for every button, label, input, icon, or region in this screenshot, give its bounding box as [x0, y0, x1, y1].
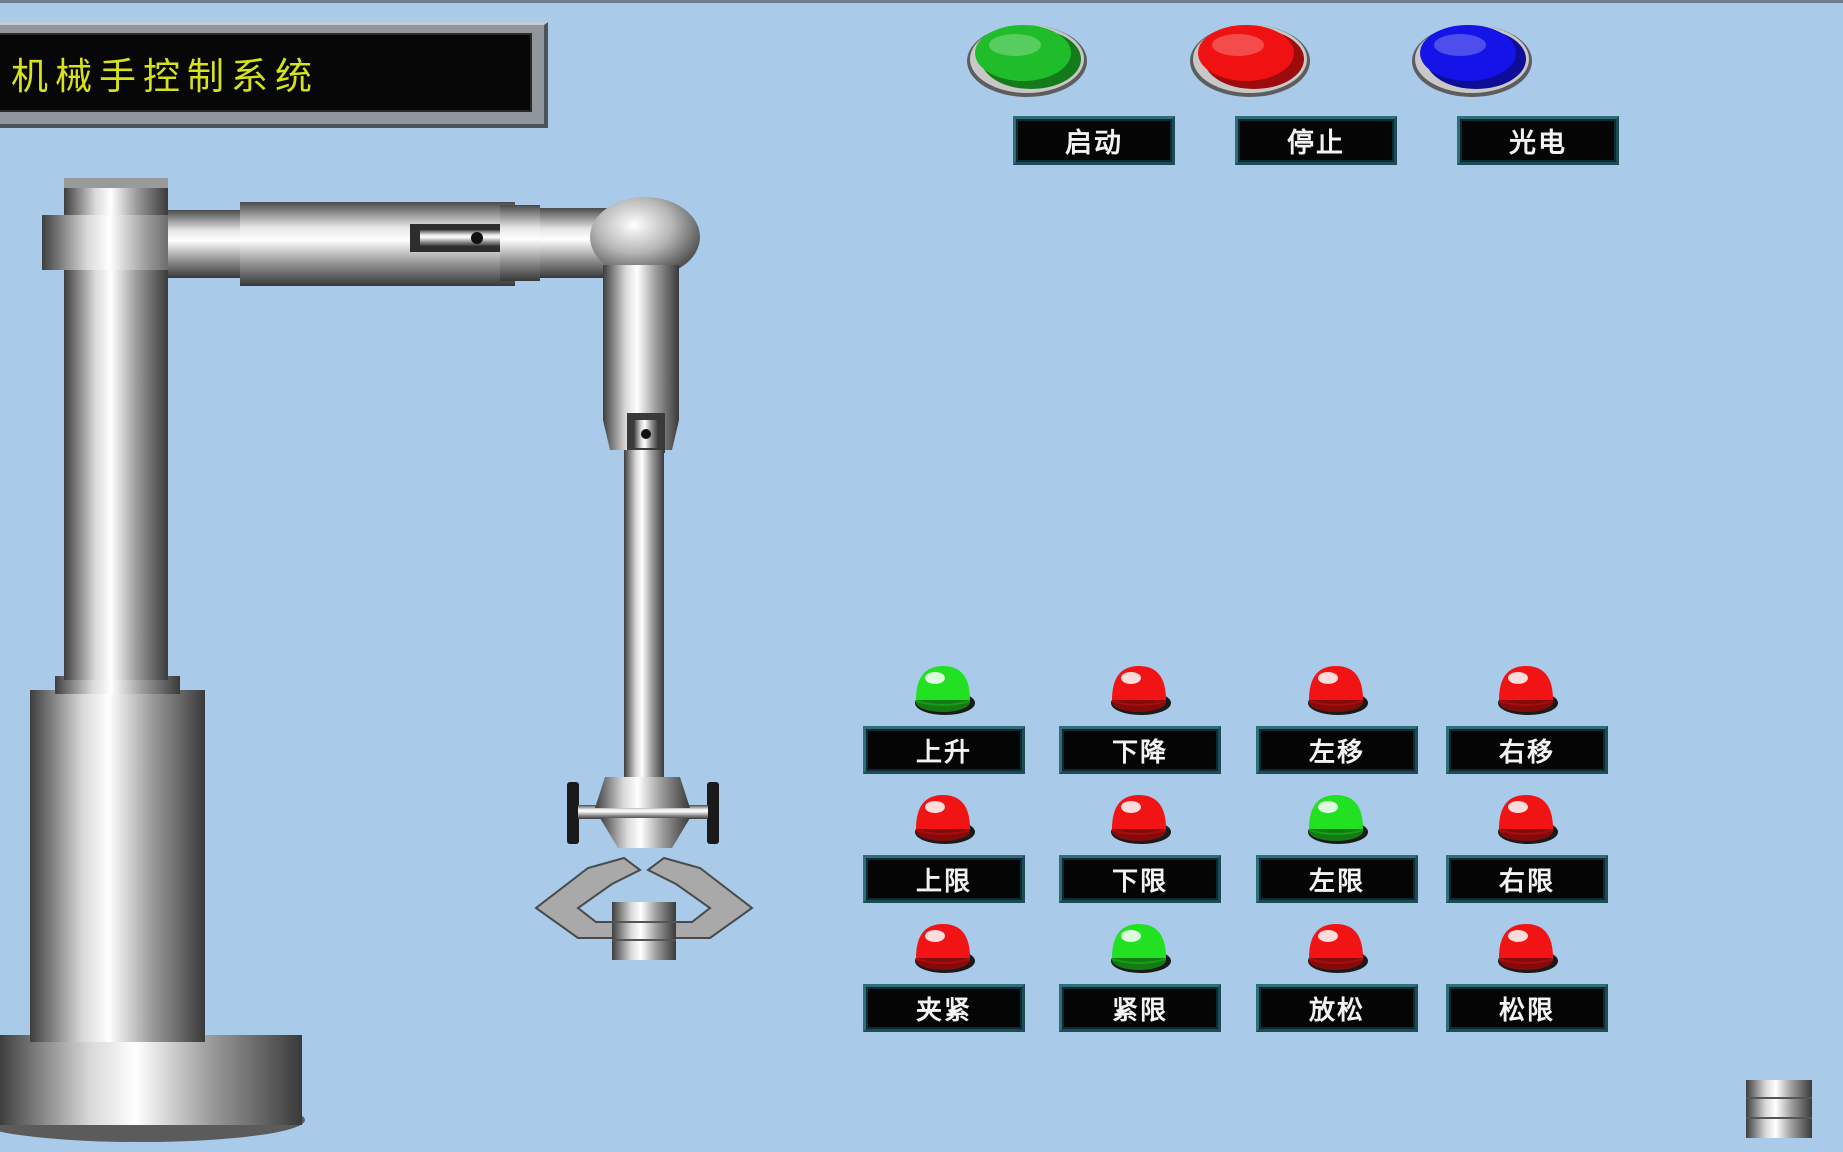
- control-button-2-label[interactable]: 停止: [1235, 116, 1397, 165]
- top-border: [0, 0, 1843, 3]
- indicator-lamp-red-icon: [915, 924, 975, 973]
- indicator-label-12: 松限: [1446, 984, 1608, 1032]
- indicator-label-5: 上限: [863, 855, 1025, 903]
- indicator-lamp-red-icon: [1111, 795, 1171, 844]
- indicator-lamp-red-icon: [1498, 795, 1558, 844]
- indicator-lamp-green-icon: [1308, 795, 1368, 844]
- control-button-3-label[interactable]: 光电: [1457, 116, 1619, 165]
- blue-pushbutton-icon[interactable]: [1410, 15, 1534, 99]
- indicator-label-8: 右限: [1446, 855, 1608, 903]
- indicator-label-2: 下降: [1059, 726, 1221, 774]
- indicator-lamp-red-icon: [915, 795, 975, 844]
- indicator-lamp-red-icon: [1308, 924, 1368, 973]
- indicator-label-11: 放松: [1256, 984, 1418, 1032]
- indicator-label-7: 左限: [1256, 855, 1418, 903]
- control-button-1-label[interactable]: 启动: [1013, 116, 1175, 165]
- indicator-label-4: 右移: [1446, 726, 1608, 774]
- indicator-lamp-green-icon: [915, 666, 975, 715]
- red-pushbutton-icon[interactable]: [1188, 15, 1312, 99]
- indicator-label-3: 左移: [1256, 726, 1418, 774]
- indicator-label-1: 上升: [863, 726, 1025, 774]
- indicator-lamp-red-icon: [1111, 666, 1171, 715]
- indicator-lamp-green-icon: [1111, 924, 1171, 973]
- indicator-label-10: 紧限: [1059, 984, 1221, 1032]
- title-panel: 机械手控制系统: [0, 22, 548, 128]
- indicator-lamp-red-icon: [1498, 924, 1558, 973]
- indicator-lamp-red-icon: [1308, 666, 1368, 715]
- page-title: 机械手控制系统: [0, 33, 532, 112]
- indicator-label-9: 夹紧: [863, 984, 1025, 1032]
- indicator-label-6: 下限: [1059, 855, 1221, 903]
- indicator-lamp-red-icon: [1498, 666, 1558, 715]
- green-pushbutton-icon[interactable]: [965, 15, 1089, 99]
